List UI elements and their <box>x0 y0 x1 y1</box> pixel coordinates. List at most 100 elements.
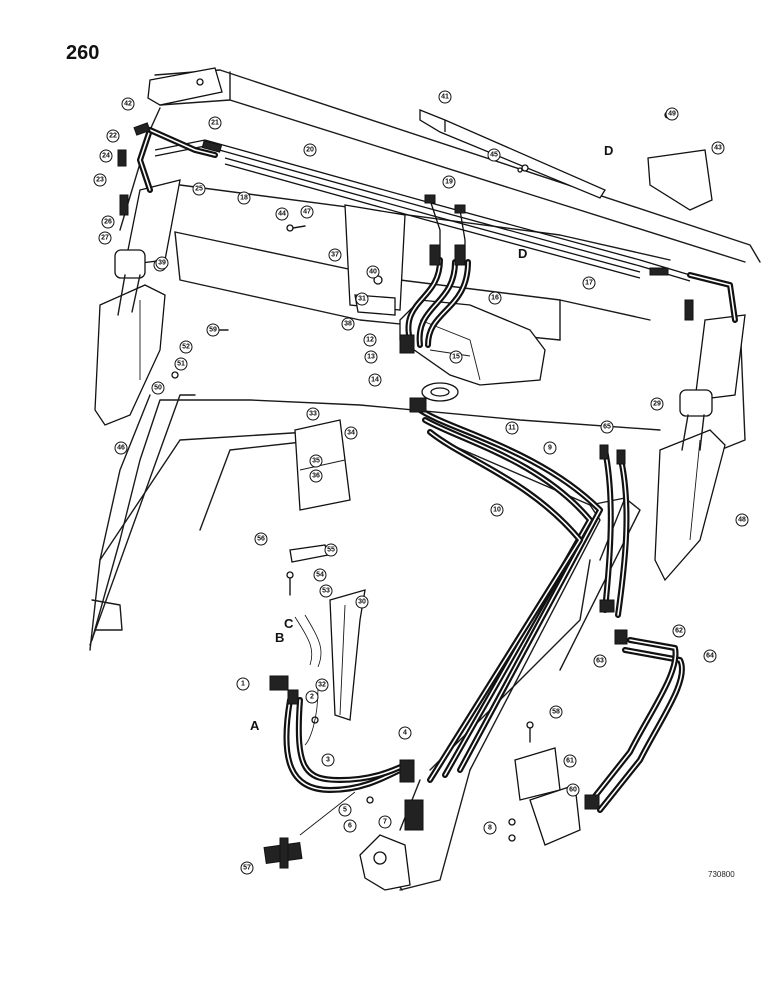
callout: 12 <box>363 333 377 347</box>
callout: 7 <box>378 815 392 829</box>
callout: 39 <box>155 256 169 270</box>
svg-text:7: 7 <box>383 819 387 826</box>
callout: 61 <box>563 754 577 768</box>
svg-text:35: 35 <box>312 458 320 465</box>
letter-markers: A B C D D <box>250 143 613 733</box>
svg-text:5: 5 <box>343 807 347 814</box>
callout: 59 <box>206 323 220 337</box>
callout: 63 <box>593 654 607 668</box>
svg-text:1: 1 <box>241 681 245 688</box>
callout: 26 <box>101 215 115 229</box>
svg-text:32: 32 <box>318 682 326 689</box>
svg-text:48: 48 <box>738 517 746 524</box>
drawing-code: 730800 <box>708 870 735 879</box>
callout: 31 <box>355 292 369 306</box>
svg-text:33: 33 <box>309 411 317 418</box>
svg-text:61: 61 <box>566 758 574 765</box>
callout: 64 <box>703 649 717 663</box>
svg-text:60: 60 <box>569 787 577 794</box>
callout: 38 <box>341 317 355 331</box>
callout: 32 <box>315 678 329 692</box>
callout: 20 <box>303 143 317 157</box>
callout: 23 <box>93 173 107 187</box>
callout: 54 <box>313 568 327 582</box>
callout: 8 <box>483 821 497 835</box>
svg-text:30: 30 <box>358 599 366 606</box>
svg-text:10: 10 <box>493 507 501 514</box>
svg-text:16: 16 <box>491 295 499 302</box>
svg-text:9: 9 <box>548 445 552 452</box>
svg-text:54: 54 <box>316 572 324 579</box>
callout: 40 <box>366 265 380 279</box>
callout: 2 <box>305 690 319 704</box>
callout: 56 <box>254 532 268 546</box>
callout: 52 <box>179 340 193 354</box>
svg-text:20: 20 <box>306 147 314 154</box>
svg-text:14: 14 <box>371 377 379 384</box>
svg-text:29: 29 <box>653 401 661 408</box>
callout: 22 <box>106 129 120 143</box>
svg-text:55: 55 <box>327 547 335 554</box>
covers <box>94 67 726 846</box>
svg-text:23: 23 <box>96 177 104 184</box>
callout: 41 <box>438 90 452 104</box>
callout: 11 <box>505 421 519 435</box>
svg-text:21: 21 <box>211 120 219 127</box>
callout: 5 <box>338 803 352 817</box>
callout: 15 <box>449 350 463 364</box>
svg-text:62: 62 <box>675 628 683 635</box>
callout: 24 <box>99 149 113 163</box>
svg-text:6: 6 <box>348 823 352 830</box>
letter-a: A <box>250 718 260 733</box>
svg-text:8: 8 <box>488 825 492 832</box>
svg-text:37: 37 <box>331 252 339 259</box>
callout: 6 <box>343 819 357 833</box>
letter-b: B <box>275 630 284 645</box>
svg-text:38: 38 <box>344 321 352 328</box>
svg-text:4: 4 <box>403 730 407 737</box>
svg-text:59: 59 <box>209 327 217 334</box>
svg-text:47: 47 <box>303 209 311 216</box>
svg-text:63: 63 <box>596 658 604 665</box>
callout: 10 <box>490 503 504 517</box>
svg-text:43: 43 <box>714 145 722 152</box>
cylinders <box>114 179 746 451</box>
svg-text:34: 34 <box>347 430 355 437</box>
callout: 35 <box>309 454 323 468</box>
svg-text:58: 58 <box>552 709 560 716</box>
svg-text:39: 39 <box>158 260 166 267</box>
svg-text:12: 12 <box>366 337 374 344</box>
svg-text:40: 40 <box>369 269 377 276</box>
svg-text:51: 51 <box>177 361 185 368</box>
svg-text:11: 11 <box>508 425 516 432</box>
callout: 19 <box>442 175 456 189</box>
svg-text:15: 15 <box>452 354 460 361</box>
svg-text:53: 53 <box>322 588 330 595</box>
callout: 65 <box>600 420 614 434</box>
svg-text:26: 26 <box>104 219 112 226</box>
callout: 48 <box>735 513 749 527</box>
svg-text:22: 22 <box>109 133 117 140</box>
svg-text:24: 24 <box>102 153 110 160</box>
callout: 58 <box>549 705 563 719</box>
svg-text:44: 44 <box>278 211 286 218</box>
callouts: 1 2 3 4 5 6 7 8 9 10 11 12 13 14 15 16 1… <box>93 90 749 875</box>
callout: 47 <box>300 205 314 219</box>
svg-text:50: 50 <box>154 385 162 392</box>
callout: 55 <box>324 543 338 557</box>
svg-text:49: 49 <box>668 111 676 118</box>
svg-text:64: 64 <box>706 653 714 660</box>
callout: 50 <box>151 381 165 395</box>
callout: 29 <box>650 397 664 411</box>
callout: 18 <box>237 191 251 205</box>
svg-text:27: 27 <box>101 235 109 242</box>
svg-text:65: 65 <box>603 424 611 431</box>
svg-text:13: 13 <box>367 354 375 361</box>
callout: 53 <box>319 584 333 598</box>
callout: 16 <box>488 291 502 305</box>
svg-text:46: 46 <box>117 445 125 452</box>
callout: 36 <box>309 469 323 483</box>
callout: 42 <box>121 97 135 111</box>
svg-text:36: 36 <box>312 473 320 480</box>
callout: 57 <box>240 861 254 875</box>
